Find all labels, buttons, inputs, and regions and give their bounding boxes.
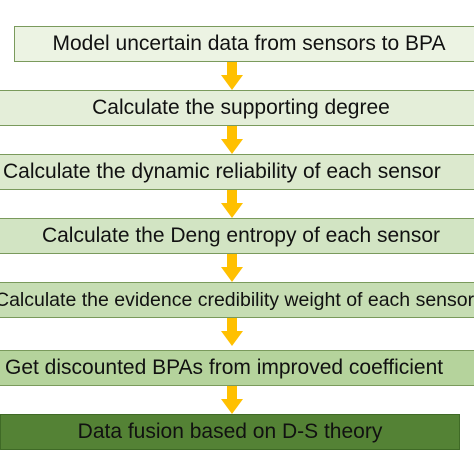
down-arrow-icon bbox=[221, 62, 243, 90]
step-2-label: Calculate the supporting degree bbox=[92, 96, 390, 119]
step-3-label: Calculate the dynamic reliability of eac… bbox=[3, 160, 441, 183]
step-1-box: Model uncertain data from sensors to BPA bbox=[14, 26, 474, 62]
step-5-label: Calculate the evidence credibility weigh… bbox=[0, 288, 474, 311]
step-2-box: Calculate the supporting degree bbox=[0, 90, 474, 126]
step-6-box: Get discounted BPAs from improved coeffi… bbox=[0, 350, 474, 386]
step-7-label: Data fusion based on D-S theory bbox=[77, 420, 383, 443]
down-arrow-icon bbox=[221, 386, 243, 414]
step-1-label: Model uncertain data from sensors to BPA bbox=[52, 32, 446, 55]
down-arrow-icon bbox=[221, 126, 243, 154]
step-4-label: Calculate the Deng entropy of each senso… bbox=[41, 224, 441, 247]
down-arrow-icon bbox=[221, 254, 243, 282]
down-arrow-icon bbox=[221, 190, 243, 218]
down-arrow-icon bbox=[221, 318, 243, 346]
step-4-box: Calculate the Deng entropy of each senso… bbox=[0, 218, 474, 254]
step-7-box: Data fusion based on D-S theory bbox=[0, 414, 460, 450]
step-5-box: Calculate the evidence credibility weigh… bbox=[0, 282, 474, 318]
step-6-label: Get discounted BPAs from improved coeffi… bbox=[5, 356, 444, 379]
step-3-box: Calculate the dynamic reliability of eac… bbox=[0, 154, 474, 190]
